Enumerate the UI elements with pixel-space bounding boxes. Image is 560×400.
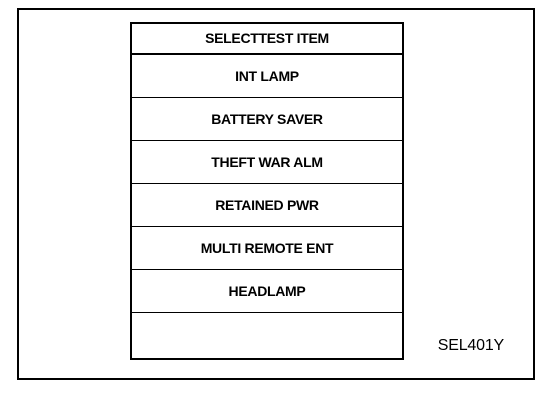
test-item-empty	[132, 313, 402, 354]
test-item-int-lamp[interactable]: INT LAMP	[132, 55, 402, 98]
test-item-battery-saver[interactable]: BATTERY SAVER	[132, 98, 402, 141]
test-item-theft-war-alm[interactable]: THEFT WAR ALM	[132, 141, 402, 184]
screen-header: SELECTTEST ITEM	[132, 24, 402, 55]
consult-screen: SELECTTEST ITEM INT LAMP BATTERY SAVER T…	[130, 22, 404, 360]
test-item-headlamp[interactable]: HEADLAMP	[132, 270, 402, 313]
test-item-retained-pwr[interactable]: RETAINED PWR	[132, 184, 402, 227]
test-item-multi-remote-ent[interactable]: MULTI REMOTE ENT	[132, 227, 402, 270]
reference-code: SEL401Y	[437, 337, 504, 354]
test-item-list: INT LAMP BATTERY SAVER THEFT WAR ALM RET…	[132, 55, 402, 354]
